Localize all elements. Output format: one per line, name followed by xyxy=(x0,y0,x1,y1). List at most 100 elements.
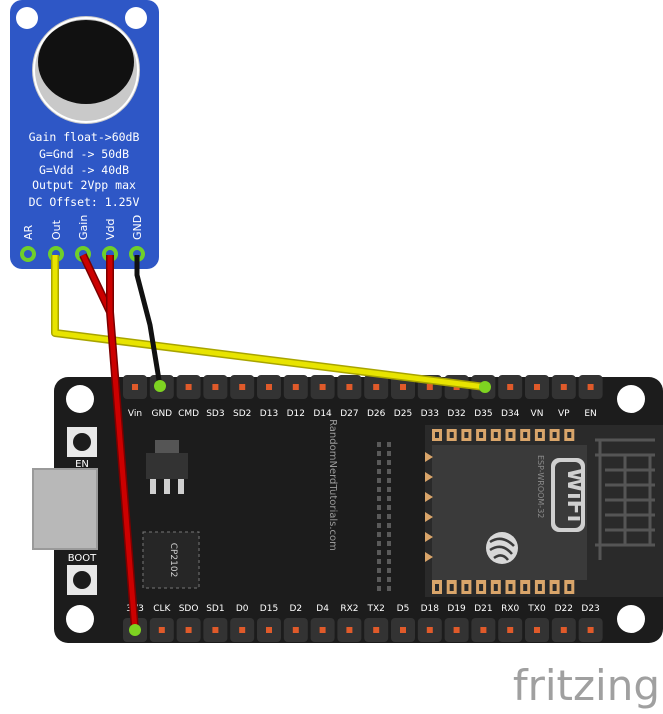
top-pin-pad xyxy=(587,384,594,390)
boot-button-label: BOOT xyxy=(68,553,97,564)
mounting-hole xyxy=(125,7,147,29)
trace-dot xyxy=(377,442,381,447)
bottom-pin-label: CLK xyxy=(153,604,171,614)
trace-dot xyxy=(387,451,391,456)
mounting-hole xyxy=(617,605,645,633)
trace-dot xyxy=(377,496,381,501)
antenna-trace xyxy=(595,438,655,560)
module-pad-hole xyxy=(449,584,454,591)
mic-pin-hole xyxy=(24,250,32,258)
top-pin-pad xyxy=(319,384,326,390)
top-pin-label: SD3 xyxy=(206,409,224,419)
mic-spec-line: Gain float->60dB xyxy=(29,130,140,144)
bottom-pin-pad xyxy=(587,627,594,633)
trace-dot xyxy=(377,523,381,528)
module-pad-hole xyxy=(537,584,542,591)
top-pin-label: VP xyxy=(558,409,570,419)
top-pin-label: D33 xyxy=(421,409,439,419)
bottom-pin-label: D21 xyxy=(474,604,492,614)
usb-connector xyxy=(33,469,97,549)
trace-dot xyxy=(377,469,381,474)
top-pin-pad xyxy=(212,384,219,390)
bottom-pin-label: D2 xyxy=(289,604,302,614)
trace-dot xyxy=(377,541,381,546)
bottom-pin-header xyxy=(123,618,603,642)
bottom-pin-label: D18 xyxy=(421,604,440,614)
module-pad-hole xyxy=(464,432,469,438)
top-pin-label: D25 xyxy=(394,409,412,419)
bottom-pin-label: D15 xyxy=(260,604,278,614)
top-pin-pad xyxy=(560,384,567,390)
mic-pin-label: Out xyxy=(50,219,63,240)
top-pin-pad xyxy=(346,384,353,390)
top-pin-label: SD2 xyxy=(233,409,251,419)
module-pad-hole xyxy=(508,584,513,591)
trace-dot xyxy=(387,577,391,582)
mic-pins xyxy=(20,246,145,262)
yellow-wire-outline xyxy=(51,255,486,391)
top-pin-label: CMD xyxy=(178,409,199,419)
wifi-logo: WiFi xyxy=(551,458,587,532)
trace-dot xyxy=(377,505,381,510)
top-pin-label: D34 xyxy=(501,409,520,419)
mic-spec-line: G=Gnd -> 50dB xyxy=(39,147,129,161)
module-pad-hole xyxy=(508,432,513,438)
top-pin-label: GND xyxy=(151,409,172,419)
module-side-pad xyxy=(425,512,433,522)
module-pad-hole xyxy=(552,584,557,591)
esp32-board: EN BOOT CP2102 RandomNerdTutorials.com xyxy=(32,375,663,643)
module-pad-hole xyxy=(493,584,498,591)
top-pin-pad xyxy=(132,384,138,390)
wires xyxy=(51,253,491,636)
trace-dot xyxy=(387,541,391,546)
module-pad-hole xyxy=(435,584,439,591)
module-side-pad xyxy=(425,452,433,462)
bottom-pin-pad xyxy=(266,627,272,633)
module-pad-hole xyxy=(493,432,498,438)
module-pad-hole xyxy=(567,432,572,438)
bottom-pin-pad xyxy=(453,627,460,633)
bottom-pin-pad xyxy=(239,627,246,633)
bottom-pin-pad xyxy=(319,627,326,633)
en-button-cap xyxy=(73,433,91,451)
website-text: RandomNerdTutorials.com xyxy=(327,419,338,551)
wroom-module: ESP-WROOM-32 WiFi xyxy=(425,425,663,597)
trace-dot xyxy=(387,460,391,465)
trace-dot xyxy=(387,568,391,573)
mic-pin-label: GND xyxy=(131,215,144,240)
trace-dot xyxy=(377,568,381,573)
module-side-pad xyxy=(425,492,433,502)
trace-dot xyxy=(377,532,381,537)
module-side-pad xyxy=(425,472,433,482)
top-pin-label: D26 xyxy=(367,409,386,419)
bottom-pin-label: D0 xyxy=(236,604,249,614)
bottom-pin-pad xyxy=(373,627,380,633)
bottom-pin-pad xyxy=(346,627,353,633)
bottom-pin-pad xyxy=(426,627,433,633)
bottom-pin-label: D4 xyxy=(316,604,329,614)
mic-pin-label: AR xyxy=(22,224,35,240)
bottom-pin-pad xyxy=(534,627,540,633)
pcb-traces xyxy=(377,442,391,591)
trace-dot xyxy=(387,469,391,474)
bottom-pin-label: TX2 xyxy=(367,604,385,614)
trace-dot xyxy=(387,442,391,447)
bottom-pin-label: D23 xyxy=(581,604,599,614)
top-pin-pad xyxy=(507,384,514,390)
top-pin-label: D12 xyxy=(287,409,305,419)
mounting-hole xyxy=(66,385,94,413)
top-pin-pad xyxy=(373,384,380,390)
bottom-pin-label: RX2 xyxy=(340,604,358,614)
module-pads-bottom xyxy=(432,580,575,594)
module-pad-hole xyxy=(464,584,469,591)
wifi-logo-text: WiFi xyxy=(562,468,587,522)
trace-dot xyxy=(377,451,381,456)
bottom-pin-pad xyxy=(480,627,487,633)
module-pad-hole xyxy=(523,432,528,438)
trace-dot xyxy=(387,586,391,591)
mic-spec-line: DC Offset: 1.25V xyxy=(29,195,140,209)
